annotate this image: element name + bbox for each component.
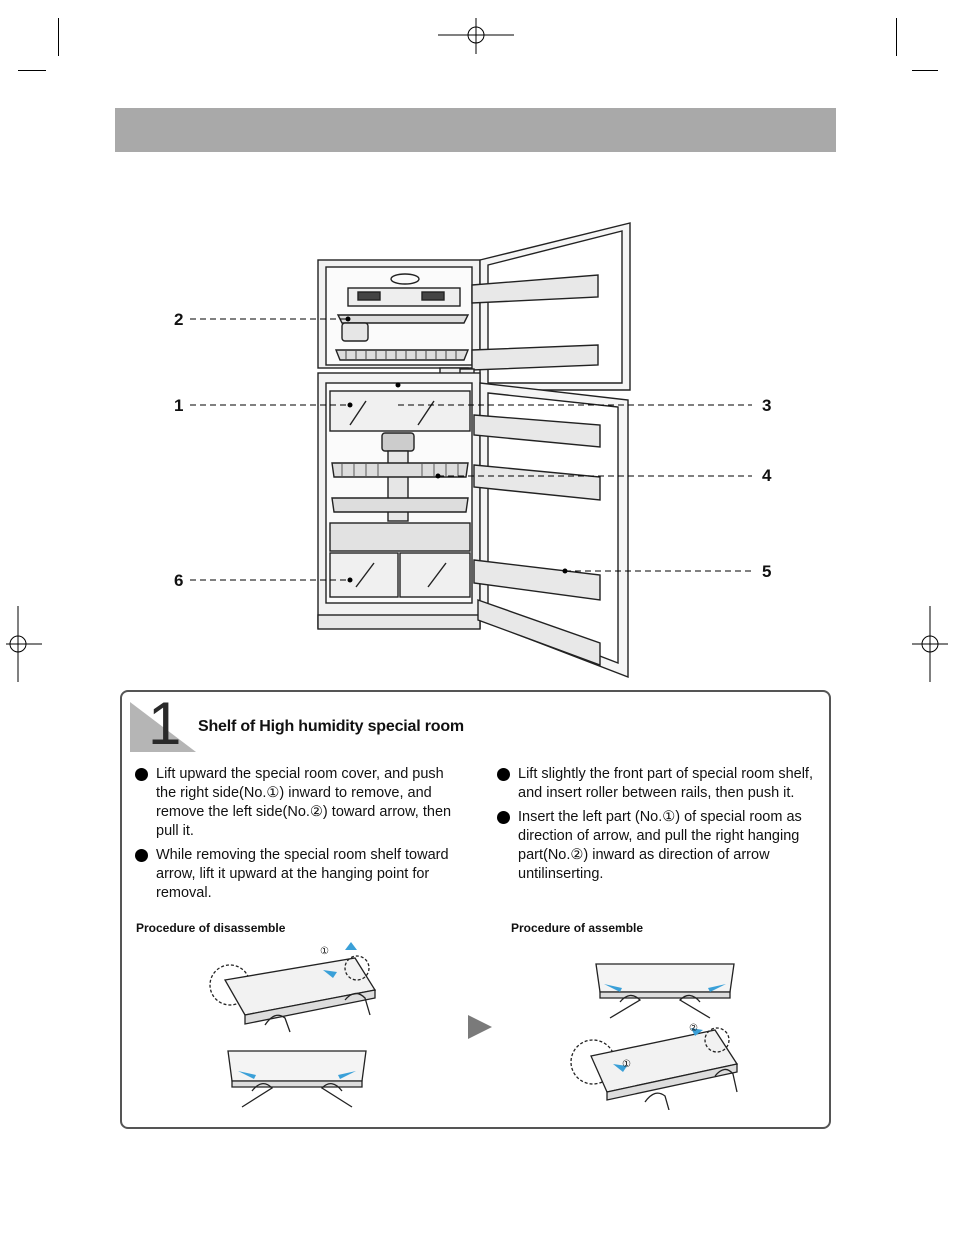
instruction-text: Insert the left part (No.①) of special r… — [518, 809, 802, 882]
callout-3: 3 — [762, 396, 772, 415]
bullet-icon — [135, 768, 148, 781]
left-instructions: Lift upward the special room cover, and … — [135, 765, 465, 908]
callout-2: 2 — [174, 310, 184, 329]
assemble-label: Procedure of assemble — [511, 921, 644, 935]
bullet-icon — [497, 811, 510, 824]
callout-5: 5 — [762, 562, 772, 581]
disassemble-illustration-top — [209, 942, 377, 1033]
registration-mark — [912, 606, 948, 682]
assemble-illustration-top — [595, 963, 735, 1019]
bullet-icon — [135, 849, 148, 862]
marker-2: ② — [689, 1023, 698, 1034]
bullet-icon — [497, 768, 510, 781]
procedure-section — [120, 690, 831, 1129]
registration-mark — [6, 606, 42, 682]
instruction-item: Lift upward the special room cover, and … — [135, 765, 465, 841]
crop-mark — [896, 18, 897, 56]
header-bar — [115, 108, 836, 152]
right-instructions: Lift slightly the front part of special … — [497, 765, 827, 889]
callout-4: 4 — [762, 466, 772, 485]
section-number-badge — [130, 702, 196, 752]
assemble-illustration-bottom — [570, 1027, 739, 1110]
crop-mark — [18, 70, 46, 71]
next-step-arrow-icon — [468, 1015, 492, 1039]
instruction-text: Lift slightly the front part of special … — [518, 766, 813, 801]
instruction-item: While removing the special room shelf to… — [135, 846, 465, 903]
callout-1: 1 — [174, 396, 184, 415]
disassemble-illustration-bottom — [227, 1050, 367, 1108]
instruction-text: While removing the special room shelf to… — [156, 847, 449, 901]
marker-1: ① — [622, 1059, 631, 1070]
instruction-item: Lift slightly the front part of special … — [497, 765, 827, 803]
marker-1: ① — [320, 946, 329, 957]
instruction-item: Insert the left part (No.①) of special r… — [497, 808, 827, 884]
section-number: 1 — [148, 690, 182, 757]
callout-6: 6 — [174, 571, 184, 590]
crop-mark — [912, 70, 938, 71]
registration-mark — [438, 18, 514, 54]
crop-mark — [58, 18, 59, 56]
section-title: Shelf of High humidity special room — [198, 718, 464, 735]
instruction-text: Lift upward the special room cover, and … — [156, 766, 452, 839]
refrigerator-diagram — [190, 222, 752, 679]
disassemble-label: Procedure of disassemble — [136, 921, 286, 935]
